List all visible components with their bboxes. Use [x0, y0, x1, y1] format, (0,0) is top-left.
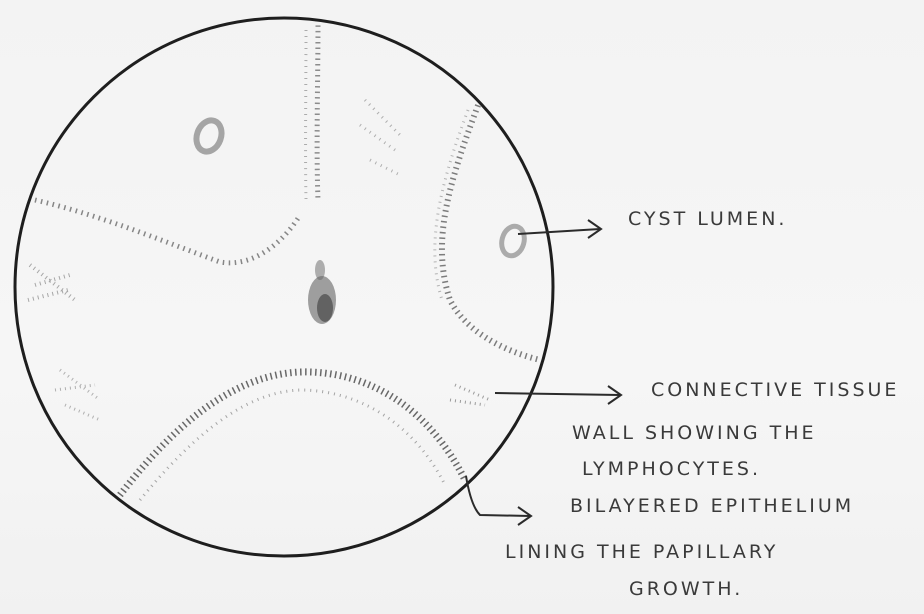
label-connective-tissue-line1: CONNECTIVE TISSUE — [651, 381, 899, 400]
central-cell-cluster-core — [317, 294, 333, 322]
label-connective-tissue-line2: WALL SHOWING THE — [572, 424, 817, 443]
epithelium-band-top — [317, 20, 318, 200]
lymphocyte-cluster-top-right — [360, 100, 400, 175]
central-cell-cluster-tip — [315, 260, 325, 280]
field-contents — [28, 20, 540, 500]
epithelium-band-bottom-arch-inner — [140, 390, 445, 500]
cyst-lumen-oval — [498, 224, 527, 259]
label-bilayered-epithelium-line3: GROWTH. — [629, 580, 743, 599]
epithelium-band-right-inner — [435, 110, 468, 300]
label-bilayered-epithelium-line2: LINING THE PAPILLARY — [505, 543, 778, 562]
epithelium-band-upper-left — [35, 200, 300, 263]
lymphocyte-cluster-left — [28, 265, 75, 300]
lymphocyte-cluster-mid-left — [55, 370, 100, 420]
pointer-cyst-lumen — [518, 220, 601, 238]
lymphocyte-cluster-bottom-right — [450, 385, 490, 405]
label-cyst-lumen: CYST LUMEN. — [628, 210, 787, 229]
label-connective-tissue-line3: LYMPHOCYTES. — [582, 460, 761, 479]
microscope-field-circle — [15, 18, 553, 556]
pointer-connective-tissue — [495, 386, 621, 404]
label-bilayered-epithelium-line1: BILAYERED EPITHELIUM — [570, 497, 854, 516]
epithelium-band-right — [442, 100, 540, 360]
pointer-bilayered-epithelium — [466, 476, 531, 525]
small-oval-top-left — [192, 117, 225, 155]
